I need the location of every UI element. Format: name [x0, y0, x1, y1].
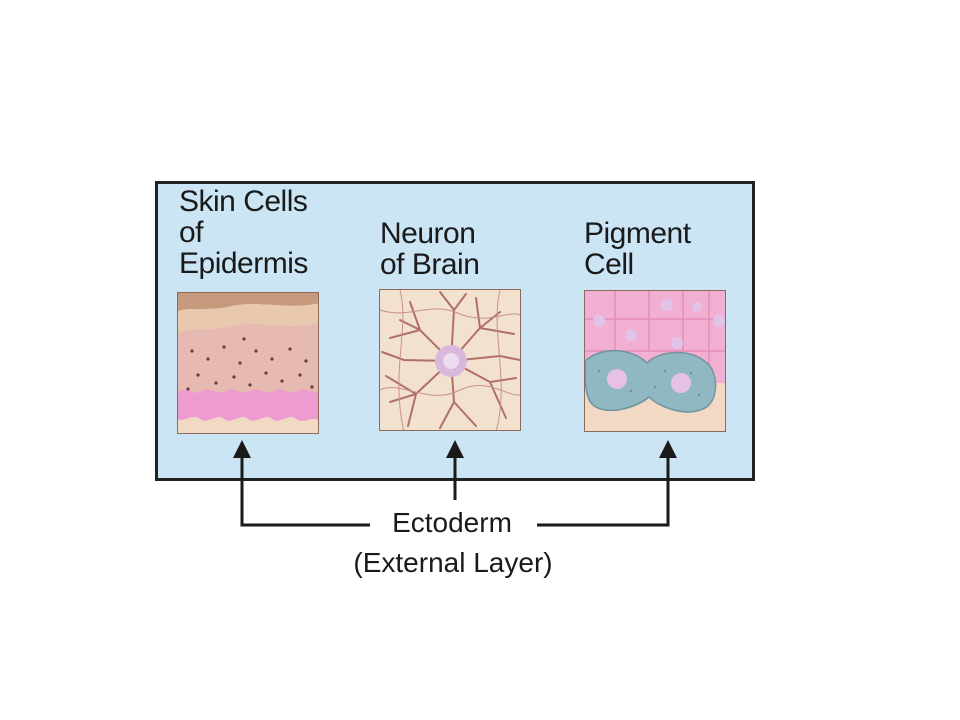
- skin-cells-illustration: [177, 292, 319, 434]
- skin-cells-label: Skin Cells of Epidermis: [179, 185, 308, 280]
- arrowhead-neuron: [446, 440, 464, 458]
- arrowhead-pigment-cell: [659, 440, 677, 458]
- arrow-to-pigment-cell: [537, 455, 670, 527]
- pigment-cell-illustration: [584, 290, 726, 432]
- pigment-cell-label: Pigment Cell: [584, 217, 691, 281]
- ectoderm-title: Ectoderm: [392, 507, 512, 538]
- arrow-to-skin-cells: [240, 455, 370, 527]
- ectoderm-subtitle: (External Layer): [353, 547, 553, 578]
- neuron-illustration: [379, 289, 521, 431]
- arrowhead-skin-cells: [233, 440, 251, 458]
- neuron-label: Neuron of Brain: [380, 217, 480, 281]
